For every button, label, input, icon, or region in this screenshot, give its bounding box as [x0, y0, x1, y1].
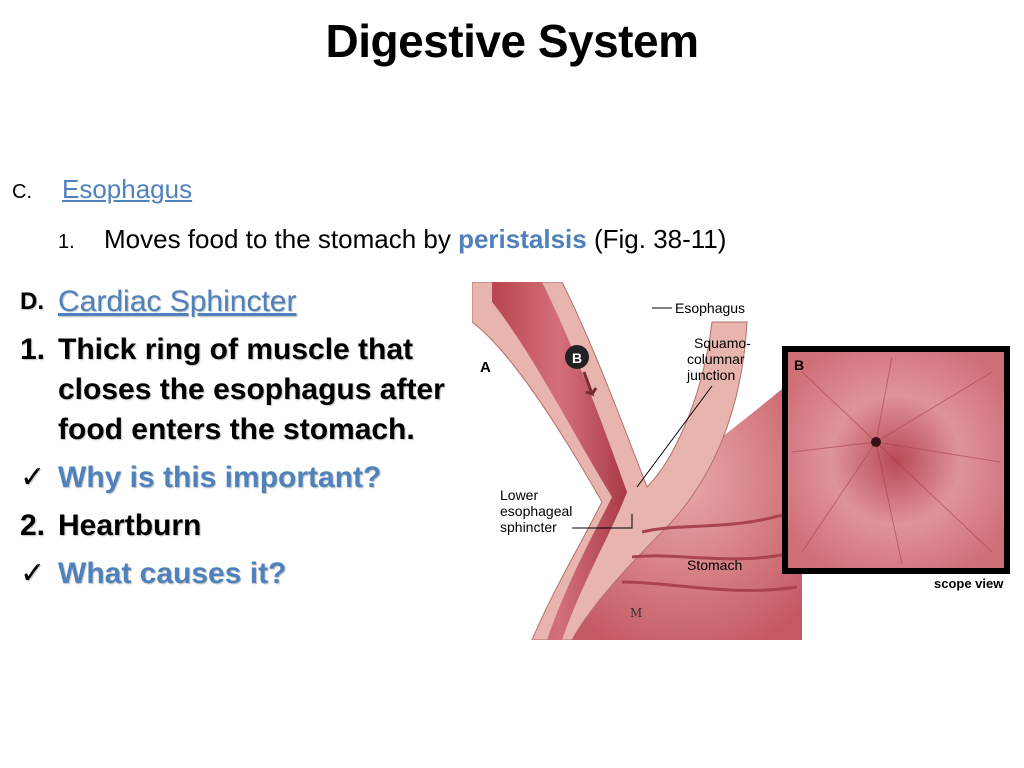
list-item: 1. Thick ring of muscle that closes the …	[20, 330, 460, 450]
peristalsis-term: peristalsis	[458, 224, 587, 254]
list-item: ✓ What causes it?	[20, 554, 460, 594]
list-marker: 2.	[20, 509, 46, 542]
checkmark-icon: ✓	[20, 557, 46, 590]
list-item-text: What causes it?	[58, 557, 287, 590]
scope-marker-icon	[565, 345, 589, 369]
esophagus-lumen	[492, 282, 627, 640]
esophagus-link[interactable]: Esophagus	[62, 174, 193, 204]
figure-label-a: A	[480, 359, 491, 376]
checkmark-icon: ✓	[20, 461, 46, 494]
list-item-text: Thick ring of muscle that closes the eso…	[58, 333, 445, 446]
section-d: D. Cardiac Sphincter 1. Thick ring of mu…	[20, 282, 460, 594]
list-item-text: Why is this important?	[58, 461, 382, 494]
list-item: ✓ Why is this important?	[20, 458, 460, 498]
list-item: 2. Heartburn	[20, 506, 460, 546]
figure-label-b: B	[794, 357, 804, 373]
item-c1: 1. Moves food to the stomach by peristals…	[58, 224, 726, 255]
stomach-label: Stomach	[687, 557, 742, 573]
section-d-heading-row: D. Cardiac Sphincter	[20, 282, 460, 322]
scope-view-caption: scope view	[934, 576, 1004, 591]
section-c-marker: C.	[12, 181, 32, 203]
item-c1-marker: 1.	[58, 231, 75, 253]
scope-view-image	[788, 352, 1004, 568]
anatomy-figure: A B Esophagus Squamo- columnar junction …	[472, 282, 1010, 640]
slide-title: Digestive System	[325, 15, 699, 67]
illustrator-logo-icon: M	[630, 606, 642, 620]
list-item-text: Heartburn	[58, 509, 202, 542]
list-marker: 1.	[20, 333, 46, 366]
item-c1-text: Moves food to the stomach by	[104, 224, 451, 254]
junction-label: Squamo- columnar junction	[686, 335, 755, 383]
cardiac-sphincter-link[interactable]: Cardiac Sphincter	[58, 285, 297, 318]
esophagus-illustration: A B Esophagus Squamo- columnar junction …	[472, 282, 1012, 640]
figure-reference: (Fig. 38-11)	[593, 224, 727, 254]
scope-marker-label: B	[572, 350, 582, 366]
esophagus-label: Esophagus	[675, 300, 745, 316]
sphincter-label: Lower esophageal sphincter	[500, 487, 576, 535]
section-d-marker: D.	[20, 288, 44, 315]
section-c: C. Esophagus	[12, 174, 192, 205]
